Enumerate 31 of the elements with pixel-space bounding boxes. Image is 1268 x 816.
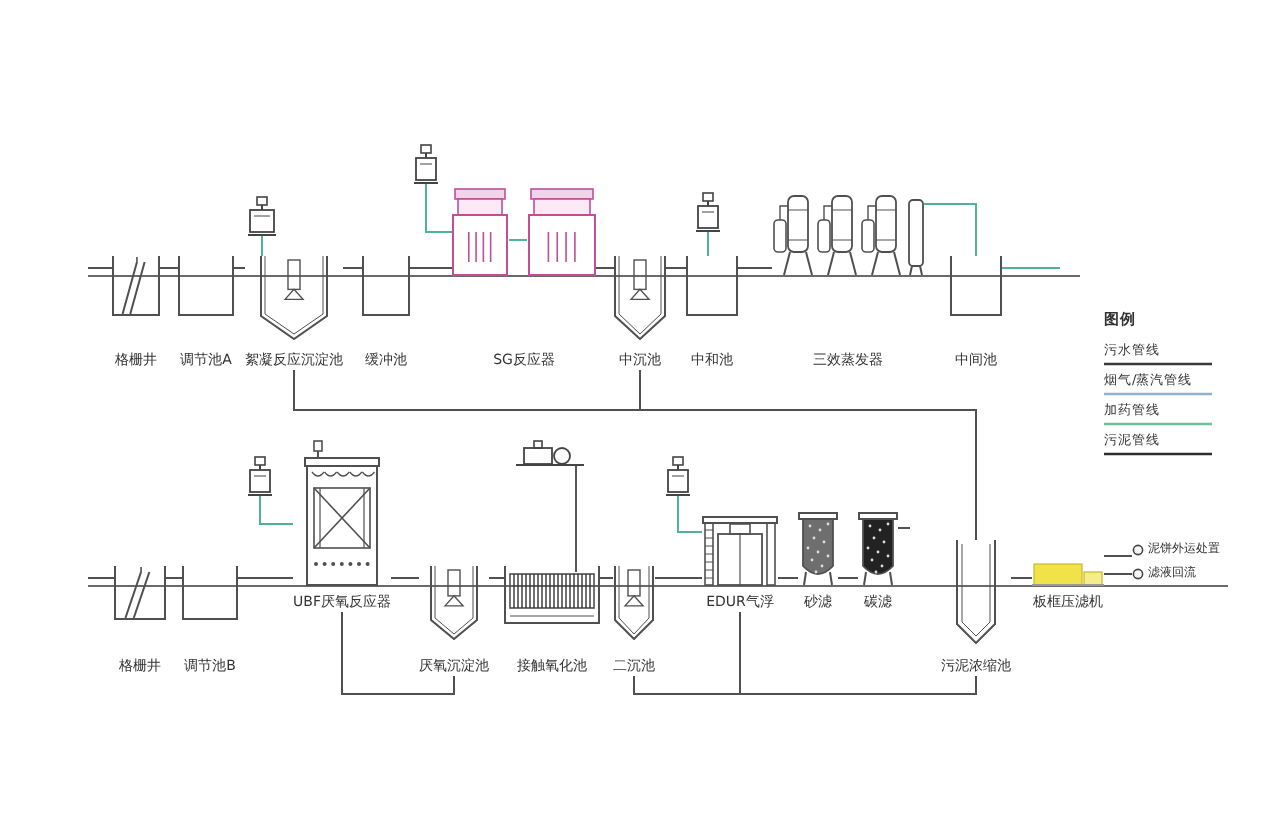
pipe: [707, 231, 709, 257]
pipe: [233, 267, 246, 269]
pipe: [897, 527, 911, 529]
pipe: [777, 577, 799, 579]
pipe: [488, 577, 505, 579]
pipe: [837, 577, 859, 579]
pipe: [425, 183, 453, 233]
pipe: [1103, 573, 1133, 575]
pipe: [1103, 555, 1133, 557]
pipe: [259, 495, 294, 525]
pipe: [923, 203, 977, 257]
pipe: [165, 577, 183, 579]
pipe: [654, 577, 703, 579]
pipe: [639, 369, 977, 541]
pipe: [87, 267, 113, 269]
pipe: [595, 267, 615, 269]
pipe: [739, 611, 977, 695]
pipe: [87, 577, 115, 579]
pipe: [665, 267, 687, 269]
pipe: [1001, 267, 1061, 269]
pipe: [261, 235, 263, 257]
pipe: [677, 495, 703, 533]
pipe: [390, 577, 420, 579]
pipe: [1010, 577, 1033, 579]
pipe: [341, 611, 455, 695]
pipe: [237, 577, 294, 579]
pipe: [409, 267, 453, 269]
pipe: [159, 267, 179, 269]
pipe: [342, 267, 363, 269]
pipe: [599, 577, 614, 579]
pipe: [737, 267, 773, 269]
